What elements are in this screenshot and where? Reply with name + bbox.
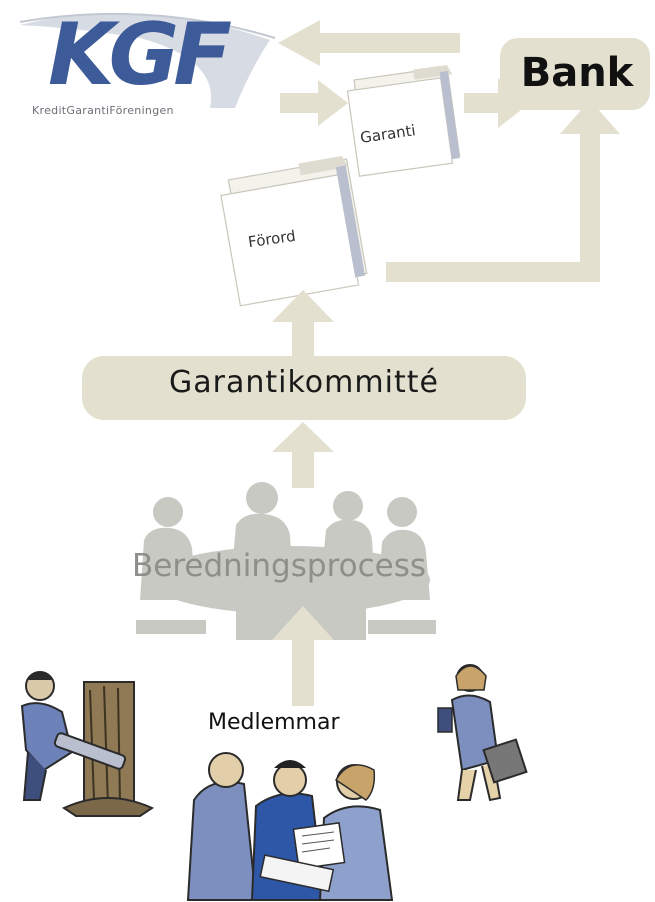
arrow-beredning-to-kommitte xyxy=(272,422,334,488)
lumberjack-icon xyxy=(20,671,155,817)
garantikommitte-box xyxy=(82,356,526,420)
arrow-kgf-to-garanti xyxy=(280,80,348,126)
arrow-forord-to-bank xyxy=(386,100,620,282)
arrow-bank-to-kgf xyxy=(278,20,460,66)
bank-box xyxy=(500,38,650,110)
document-icon xyxy=(220,155,368,307)
document-icon xyxy=(346,64,461,177)
kgf-logo-text: KGF xyxy=(48,5,232,105)
arrow-kommitte-to-forord xyxy=(272,290,334,358)
arrow-garanti-to-bank xyxy=(464,78,530,128)
kgf-logo-icon xyxy=(19,12,276,108)
medlemmar-label: Medlemmar xyxy=(208,710,340,735)
bank-label: Bank xyxy=(520,50,634,96)
businesswoman-icon xyxy=(437,664,528,802)
beredningsprocess-label: Beredningsprocess xyxy=(132,548,427,584)
business-group-icon xyxy=(186,752,394,901)
arrow-medlemmar-to-beredning xyxy=(272,606,334,706)
meeting-people-icon xyxy=(136,482,436,640)
garantikommitte-label: Garantikommitté xyxy=(169,365,439,400)
kgf-logo-subtitle: KreditGarantiFöreningen xyxy=(32,104,174,117)
